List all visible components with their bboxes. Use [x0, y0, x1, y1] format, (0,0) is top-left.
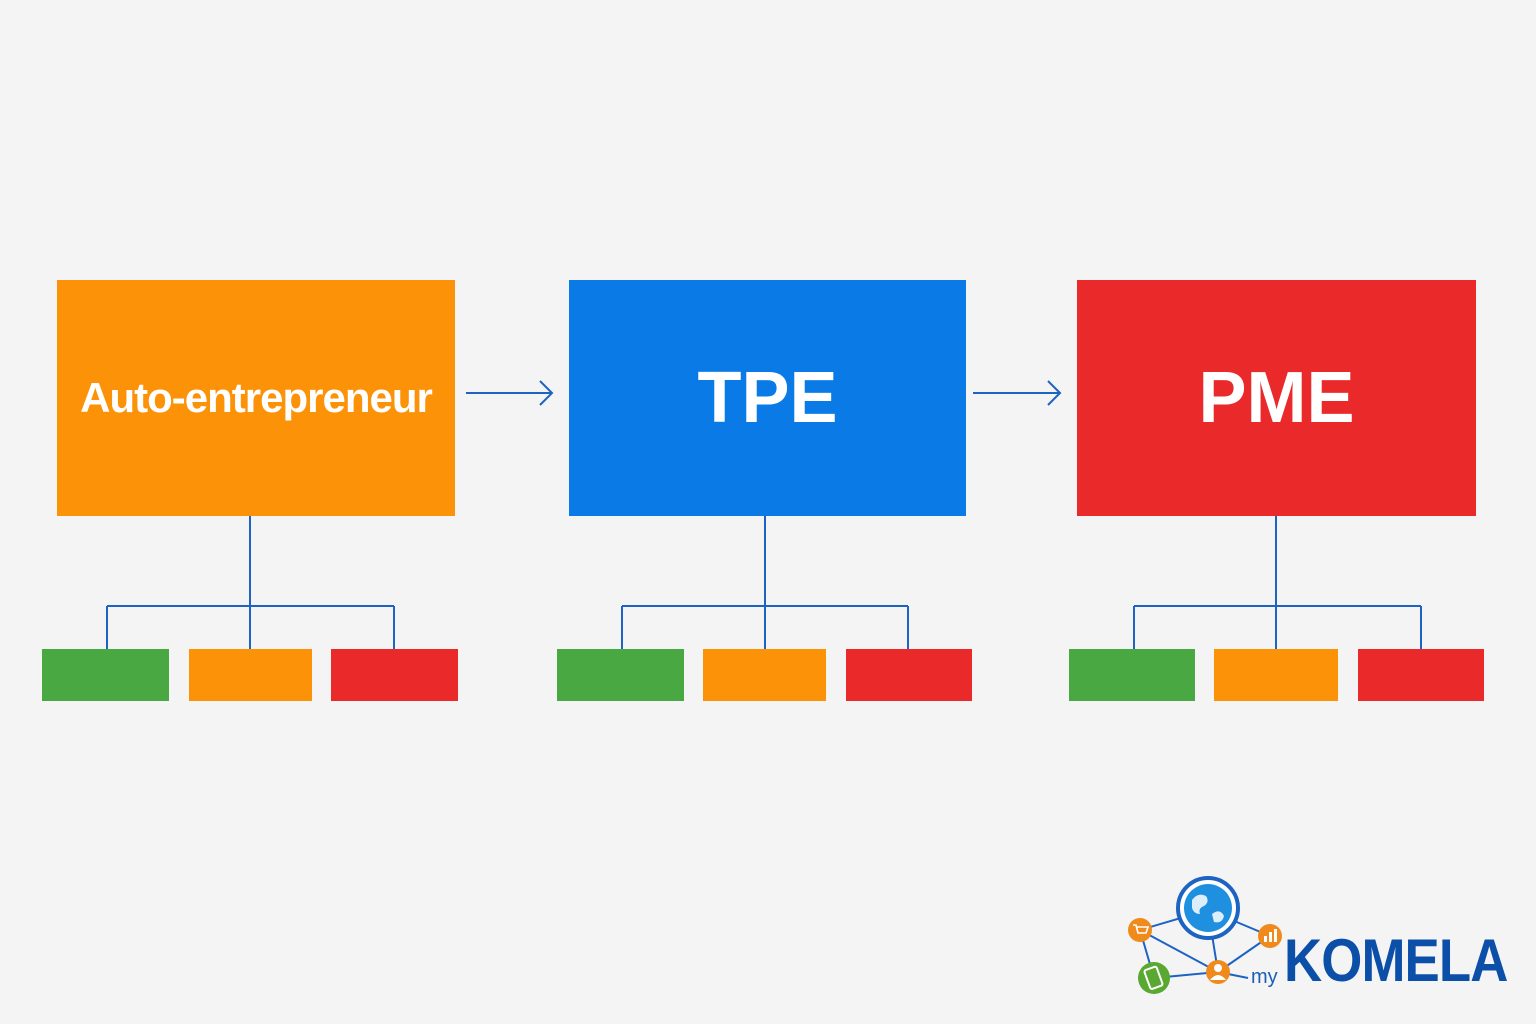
stage-box-auto-entrepreneur: Auto-entrepreneur: [57, 280, 455, 516]
sub-block-orange: [703, 649, 826, 701]
user-icon: [1206, 960, 1230, 984]
sub-block-red: [1358, 649, 1484, 701]
tree-connector-1: [106, 516, 395, 649]
sub-block-red: [331, 649, 458, 701]
tree-connector-2: [621, 516, 909, 649]
sub-block-green: [557, 649, 684, 701]
sub-block-orange: [1214, 649, 1338, 701]
sub-block-red: [846, 649, 972, 701]
sub-block-green: [1069, 649, 1195, 701]
logo-prefix: my: [1251, 966, 1278, 988]
globe-icon: [1176, 876, 1240, 940]
stage-label-pme: PME: [1198, 358, 1355, 438]
stage-label-auto-entrepreneur: Auto-entrepreneur: [80, 374, 433, 421]
logo-network-graphic: [1128, 876, 1282, 994]
arrow-2-icon: [973, 380, 1062, 406]
stage-label-tpe: TPE: [697, 358, 838, 438]
sub-block-green: [42, 649, 169, 701]
mykomela-logo: my KOMELA: [1120, 870, 1520, 1010]
phone-icon: [1138, 962, 1170, 994]
stage-box-tpe: TPE: [569, 280, 966, 516]
cart-icon: [1128, 918, 1152, 942]
logo-name: KOMELA: [1284, 927, 1508, 994]
arrow-1-icon: [466, 380, 554, 406]
chart-icon: [1258, 924, 1282, 948]
stage-box-pme: PME: [1077, 280, 1476, 516]
tree-connector-3: [1133, 516, 1422, 649]
sub-block-orange: [189, 649, 312, 701]
